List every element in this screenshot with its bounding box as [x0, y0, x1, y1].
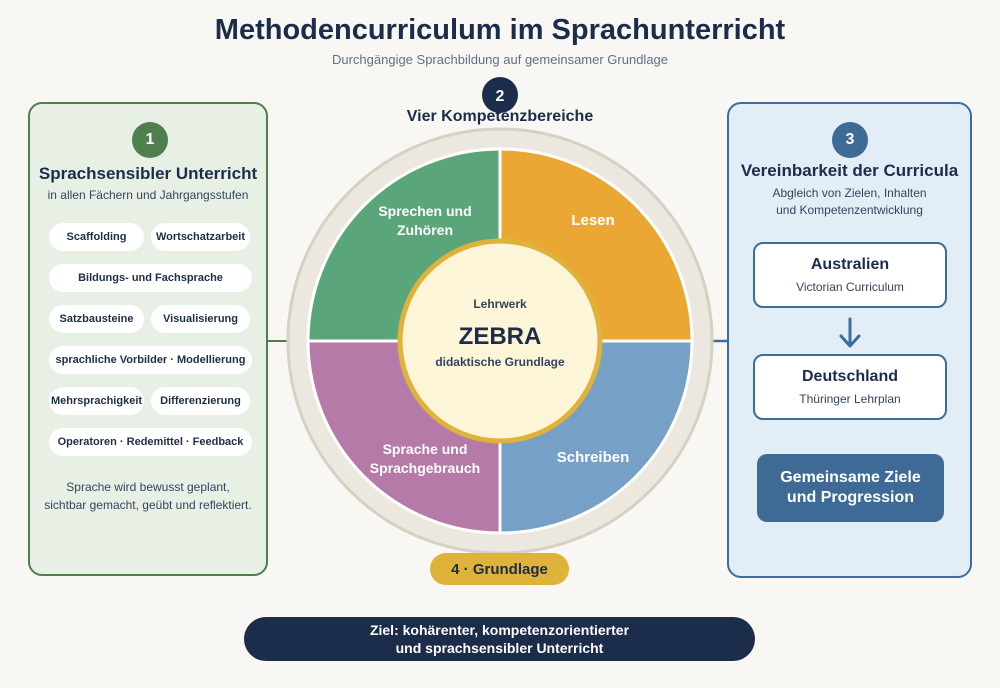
- goals-line2: und Progression: [786, 489, 915, 506]
- quadrant-label-sprache-2: Sprachgebrauch: [370, 460, 480, 476]
- left-panel-heading: Sprachsensibler Unterricht: [38, 164, 258, 183]
- country-name-australien: Australien: [810, 256, 890, 273]
- goal-banner: Ziel: kohärenter, kompetenzorientierter …: [244, 617, 755, 661]
- left-panel-subheading: in allen Fächern und Jahrgangsstufen: [47, 188, 249, 202]
- page-subtitle: Durchgängige Sprachbildung auf gemeinsam…: [331, 52, 669, 67]
- left-panel-footer: Sprache wird bewusst geplant, sichtbar g…: [30, 478, 266, 514]
- quadrant-label-schreiben: Schreiben: [557, 449, 630, 466]
- chip-wortschatzarbeit: Wortschatzarbeit: [151, 223, 250, 251]
- goal-line2: und sprachsensibler Unterricht: [395, 640, 604, 656]
- chip-mehrsprachigkeit: Mehrsprachigkeit: [49, 387, 144, 415]
- chip-bildungssprache: Bildungs- und Fachsprache: [49, 264, 252, 292]
- number-badge-3: 3: [832, 122, 868, 158]
- number-badge-2-text: 2: [496, 88, 505, 105]
- grundlage-pill: 4 · Grundlage: [430, 553, 569, 585]
- core-subtitle: didaktische Grundlage: [435, 355, 565, 369]
- left-footer-line2: sichtbar gemacht, geübt und reflektiert.: [44, 498, 252, 512]
- chip-vorbilder: sprachliche Vorbilder · Modellierung: [49, 346, 252, 374]
- core-title: ZEBRA: [459, 323, 542, 350]
- chip-visualisierung: Visualisierung: [151, 305, 250, 333]
- quadrant-label-sprechen-1: Sprechen und: [378, 203, 471, 219]
- quadrant-label-sprechen-2: Zuhören: [397, 222, 453, 238]
- goals-box: Gemeinsame Ziele und Progression: [757, 454, 944, 522]
- goals-line1: Gemeinsame Ziele: [780, 469, 921, 486]
- left-panel-sprachsensibel: 1 Sprachsensibler Unterricht in allen Fä…: [28, 102, 268, 576]
- right-sub-line1: Abgleich von Zielen, Inhalten: [772, 186, 927, 200]
- right-panel-heading: Vereinbarkeit der Curricula: [740, 161, 959, 180]
- goal-line1: Ziel: kohärenter, kompetenzorientierter: [369, 622, 630, 638]
- country-box-australien: Australien Victorian Curriculum: [753, 242, 947, 308]
- number-badge-2: [482, 77, 518, 113]
- country-sub-deutschland: Thüringer Lehrplan: [799, 392, 901, 406]
- chip-differenzierung: Differenzierung: [151, 387, 250, 415]
- chip-satzbausteine: Satzbausteine: [49, 305, 144, 333]
- zebra-core: [397, 238, 603, 444]
- quadrant-label-sprache-1: Sprache und: [383, 441, 468, 457]
- page-title: Methodencurriculum im Sprachunterricht: [214, 14, 786, 46]
- chip-operatoren: Operatoren · Redemittel · Feedback: [49, 428, 252, 456]
- number-badge-1: 1: [132, 122, 168, 158]
- country-box-deutschland: Deutschland Thüringer Lehrplan: [753, 354, 947, 420]
- right-panel-subheading: Abgleich von Zielen, Inhalten und Kompet…: [729, 185, 970, 219]
- center-heading: Vier Kompetenzbereiche: [406, 108, 594, 125]
- country-name-deutschland: Deutschland: [801, 368, 898, 385]
- quadrant-label-lesen: Lesen: [571, 212, 614, 229]
- left-footer-line1: Sprache wird bewusst geplant,: [66, 480, 230, 494]
- chip-scaffolding: Scaffolding: [49, 223, 144, 251]
- core-label: Lehrwerk: [473, 297, 527, 311]
- right-panel-curricula: 3 Vereinbarkeit der Curricula Abgleich v…: [727, 102, 972, 578]
- down-arrow-icon: [839, 317, 861, 348]
- right-sub-line2: und Kompetenzentwicklung: [776, 203, 923, 217]
- country-sub-australien: Victorian Curriculum: [796, 280, 904, 294]
